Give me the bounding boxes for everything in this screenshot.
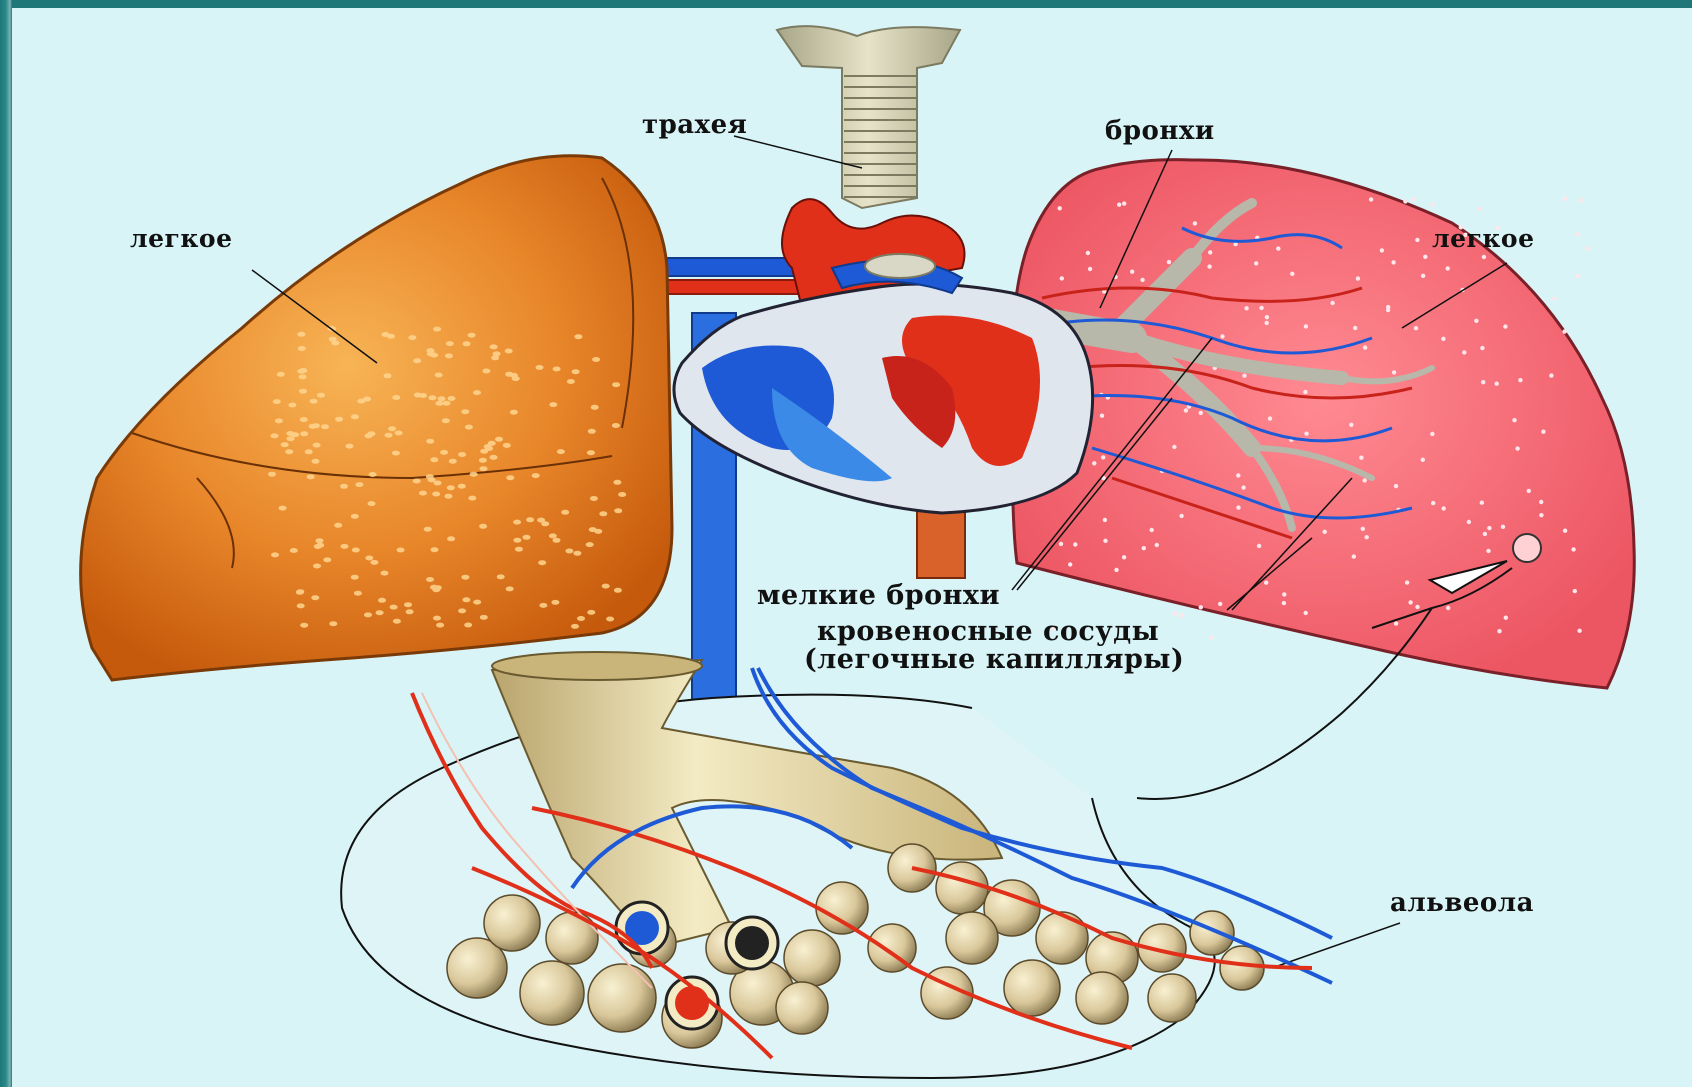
- label-lung-left: легкое: [130, 224, 233, 253]
- diagram-panel: трахея бронхи легкое легкое мелкие бронх…: [12, 8, 1692, 1087]
- alveolus-detail: [341, 652, 1332, 1078]
- label-lung-right: легкое: [1432, 224, 1535, 253]
- label-small-bronchi: мелкие бронхи: [757, 580, 1000, 611]
- respiratory-system-illustration: [12, 8, 1692, 1087]
- label-vessels-line2: (легочные капилляры): [804, 644, 1184, 675]
- label-bronchi: бронхи: [1105, 116, 1215, 146]
- label-trachea: трахея: [642, 110, 747, 140]
- label-vessels-line1: кровеносные сосуды: [817, 616, 1159, 647]
- trachea: [777, 26, 960, 208]
- label-alveolus: альвеола: [1390, 888, 1534, 918]
